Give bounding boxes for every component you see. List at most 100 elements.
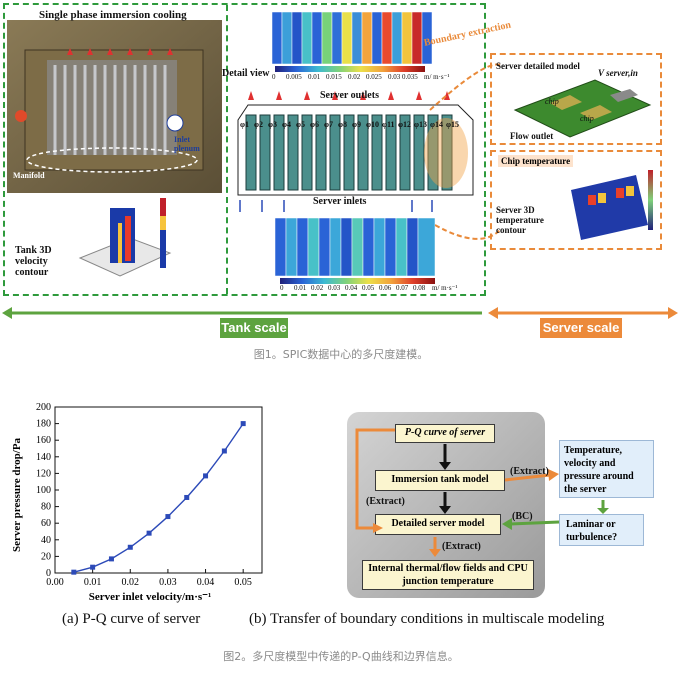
caption-a-text: (a) P-Q curve of server [62, 611, 201, 627]
bottom-colorbar [280, 278, 435, 284]
tank-velocity-contour [70, 198, 180, 288]
server-scale-label: Server scale [540, 318, 622, 338]
bottom-tick-0: 0 [280, 284, 284, 292]
top-colorbar-ticks: 0 0.005 0.01 0.015 0.02 0.025 0.03 0.035… [272, 73, 452, 83]
server-inlets-label: Server inlets [313, 196, 367, 207]
x-axis-label: Server inlet velocity/m·s⁻¹ [89, 591, 212, 603]
phi-10: φ10 [366, 120, 379, 129]
pq-data-point [203, 473, 209, 479]
y-tick-label: 160 [36, 435, 51, 446]
y-tick-label: 80 [41, 502, 51, 513]
internal-fields-box: Internal thermal/flow fields and CPU jun… [362, 560, 534, 590]
phi-12: φ12 [398, 120, 411, 129]
server-scale-arrow [488, 305, 678, 321]
server-array-image [228, 85, 478, 200]
top-tick-6: 0.03 [388, 73, 401, 81]
bottom-tick-8: 0.08 [413, 284, 426, 292]
phi-8: φ8 [338, 120, 347, 129]
tank-divider [226, 5, 228, 294]
x-tick-label: 0.00 [46, 577, 64, 588]
phi-2: φ2 [254, 120, 263, 129]
y-axis-label: Server pressure drop/Pa [11, 437, 23, 552]
top-colorbar [275, 66, 425, 72]
phi-13: φ13 [414, 120, 427, 129]
bc-label: (BC) [512, 511, 533, 522]
pq-curve-text: P-Q curve of server [404, 427, 486, 438]
temp-velocity-box: Temperature, velocity and pressure aroun… [559, 440, 654, 498]
x-tick-label: 0.02 [122, 577, 140, 588]
x-tick-label: 0.01 [84, 577, 102, 588]
bottom-tick-2: 0.02 [311, 284, 324, 292]
boundary-extraction-arc [425, 50, 505, 270]
server-outlets-label: Server outlets [320, 90, 379, 101]
bottom-colorbar-ticks: 0 0.01 0.02 0.03 0.04 0.05 0.06 0.07 0.0… [280, 284, 480, 294]
phi-9: φ9 [352, 120, 361, 129]
extract-label-3: (Extract) [442, 541, 481, 552]
chip-temperature-contour [566, 170, 654, 242]
flow-outlet-label: Flow outlet [510, 131, 554, 141]
top-tick-5: 0.025 [366, 73, 382, 81]
caption-a: (a) P-Q curve of server [62, 611, 200, 628]
down-green-arrow [597, 500, 609, 514]
chip-label-2: chip [580, 114, 594, 123]
x-tick-label: 0.05 [234, 577, 252, 588]
pq-data-point [184, 494, 190, 500]
phi-1: φ1 [240, 120, 249, 129]
tank-title: Single phase immersion cooling [39, 9, 187, 21]
tank-scale-frame [3, 3, 486, 296]
detail-view-label: Detail view [222, 68, 270, 79]
x-tick-label: 0.04 [197, 577, 215, 588]
bottom-tick-6: 0.06 [379, 284, 392, 292]
top-tick-0: 0 [272, 73, 276, 81]
pq-data-point [71, 569, 77, 575]
internal-fields-text: Internal thermal/flow fields and CPU jun… [368, 563, 528, 587]
tank-scale-label: Tank scale [220, 318, 288, 338]
tank-scale-arrow [2, 305, 486, 321]
inlet-arrows [232, 196, 442, 214]
pq-data-point [165, 514, 171, 520]
top-colorbar-unit: m/ m·s⁻¹ [424, 73, 450, 81]
extract-label-1: (Extract) [510, 466, 549, 477]
chip-label-1: chip [545, 97, 559, 106]
pq-curve-box: P-Q curve of server [395, 424, 495, 443]
v-server-in-label: V server,in [598, 68, 638, 78]
figure1-caption: 图1。SPIC数据中心的多尺度建模。 [253, 348, 429, 361]
phi-7: φ7 [324, 120, 333, 129]
y-tick-label: 120 [36, 468, 51, 479]
y-tick-label: 100 [36, 485, 51, 496]
pq-data-point [146, 530, 152, 536]
y-tick-label: 200 [36, 402, 51, 413]
pq-series-line [73, 423, 244, 573]
y-tick-label: 180 [36, 419, 51, 430]
inlet-plenum-label: Inlet plenum [174, 135, 200, 153]
temp-velocity-text: Temperature, velocity and pressure aroun… [564, 445, 634, 495]
server-board-image [510, 75, 655, 140]
phi-6: φ6 [310, 120, 319, 129]
immersion-tank-box: Immersion tank model [375, 470, 505, 491]
y-tick-label: 40 [41, 535, 51, 546]
phi-11: φ11 [382, 120, 395, 129]
server-detailed-model-label: Server detailed model [496, 61, 580, 71]
tank-velocity-label: Tank 3D velocity contour [15, 245, 52, 278]
pq-data-point [127, 544, 133, 550]
immersion-tank-text: Immersion tank model [391, 474, 489, 485]
top-tick-3: 0.015 [326, 73, 342, 81]
y-tick-label: 140 [36, 452, 51, 463]
laminar-text: Laminar or turbulence? [566, 519, 618, 543]
pq-data-point [240, 421, 246, 427]
top-velocity-contour [271, 11, 433, 65]
server-phi-labels: φ1 φ2 φ3 φ4 φ5 φ6 φ7 φ8 φ9 φ10 φ11 φ12 φ… [240, 120, 470, 134]
y-tick-label: 20 [41, 551, 51, 562]
x-tick-label: 0.03 [159, 577, 177, 588]
bottom-tick-1: 0.01 [294, 284, 307, 292]
top-tick-2: 0.01 [308, 73, 321, 81]
top-tick-4: 0.02 [348, 73, 361, 81]
top-tick-1: 0.005 [286, 73, 302, 81]
detailed-server-text: Detailed server model [391, 518, 485, 529]
phi-5: φ5 [296, 120, 305, 129]
phi-4: φ4 [282, 120, 291, 129]
bottom-tick-5: 0.05 [362, 284, 375, 292]
phi-14: φ14 [430, 120, 443, 129]
